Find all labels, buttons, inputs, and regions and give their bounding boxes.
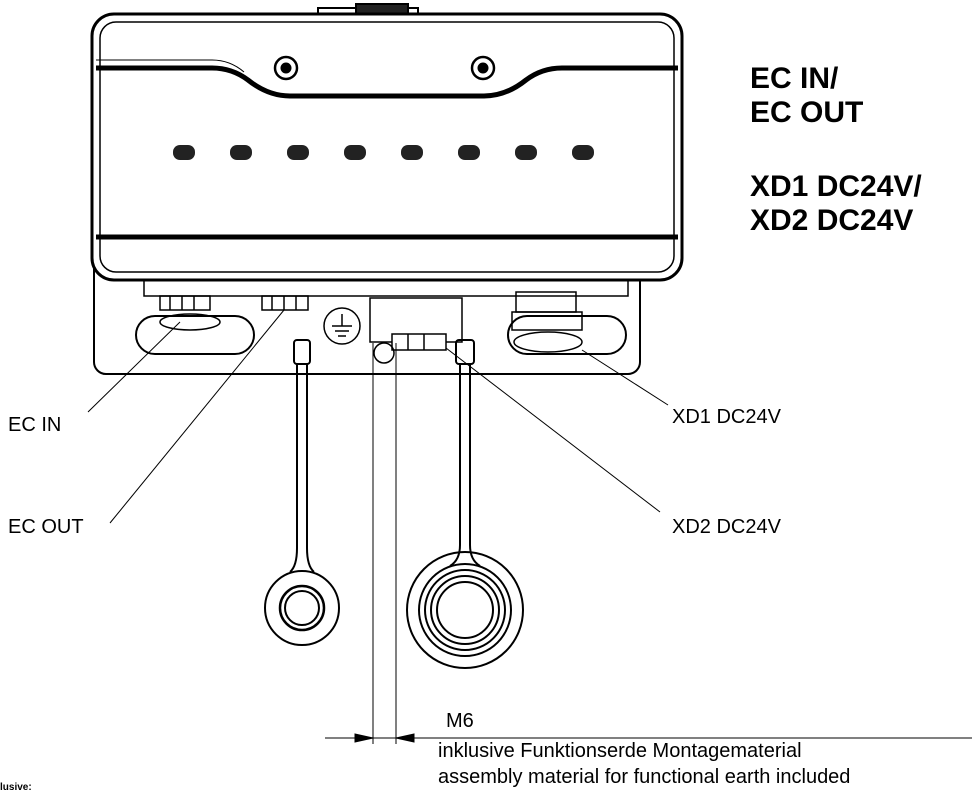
earth-symbol [323, 307, 361, 345]
note-english: assembly material for functional earth i… [438, 766, 851, 788]
housing [90, 12, 684, 282]
ec-in-connector [159, 295, 221, 331]
legend-line-2: EC OUT [750, 96, 864, 129]
m6-dimension [325, 343, 972, 744]
ec-out-connector [261, 295, 309, 311]
label-xd1: XD1 DC24V [672, 406, 781, 428]
thread-label: M6 [446, 710, 474, 732]
legend-line-4: XD2 DC24V [750, 204, 914, 237]
cut-off-text: lusive: [0, 782, 32, 793]
screw-right [470, 55, 496, 81]
label-ec-out: EC OUT [8, 516, 84, 538]
screw-left [273, 55, 299, 81]
leader-lines [87, 309, 669, 524]
note-german: inklusive Funktionserde Montagematerial [438, 740, 802, 762]
label-xd2: XD2 DC24V [672, 516, 781, 538]
xd2-connector [369, 297, 463, 364]
earth-cable-right [406, 339, 524, 669]
label-ec-in: EC IN [8, 414, 62, 436]
legend-line-1: EC IN/ [750, 62, 839, 95]
earth-cable-left [264, 339, 340, 646]
led-row [173, 145, 594, 160]
xd1-connector [511, 291, 583, 353]
legend-line-3: XD1 DC24V/ [750, 170, 922, 203]
